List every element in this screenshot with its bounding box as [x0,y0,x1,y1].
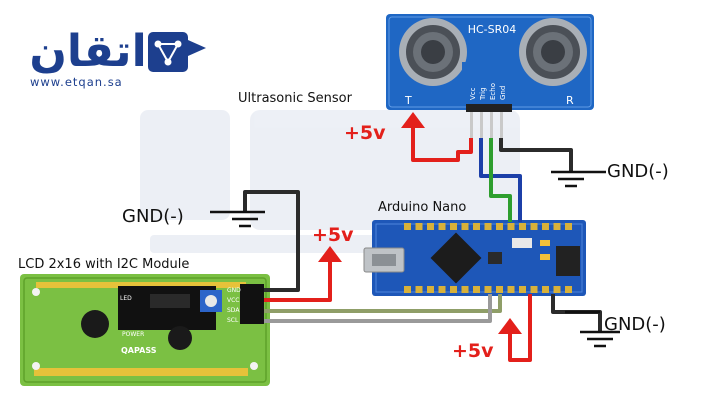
header-pin [404,286,411,293]
sensor-gnd-label: GND(-) [607,161,669,182]
lcd-brand-label: QAPASS [121,346,157,355]
arduino-nano-board [363,220,586,296]
sensor-vcc-arrow-icon [401,112,425,128]
transducer-right [519,18,587,86]
header-pin [496,223,503,230]
header-pin [530,286,538,293]
header-pin [415,286,423,293]
sensor-echo-wire [489,138,512,222]
header-pin [415,223,423,230]
lcd-vcc-label: +5v [312,224,354,246]
header-pin [565,286,572,293]
lcd-i2c-header: GND VCC SDA SCL [227,284,264,324]
bottom-pin-row [404,286,572,293]
ground-symbols [210,170,620,348]
lcd-module-caption: LCD 2x16 with I2C Module [18,257,189,272]
header-pin [450,286,457,293]
sensor-vcc-wire [411,124,473,162]
i2c-backpack [118,286,222,330]
lcd-scl-wire [264,294,492,323]
header-pin [530,223,538,230]
sensor-model-label: HC-SR04 [468,23,517,36]
lcd-power-label: POWER [122,331,144,338]
lcd-gnd-label: GND(-) [122,206,184,227]
top-pin-row [404,223,572,230]
header-pin [484,223,492,230]
header-pin [438,223,446,230]
sensor-header-pins [466,104,512,138]
lcd-pin-gnd: GND [227,287,241,294]
arduino-5v-arrow-icon [498,318,522,334]
arduino-5v-label: +5v [452,340,494,362]
sensor-t-mark: T [404,94,412,107]
arduino-ground-icon [565,310,620,348]
header-pin [473,223,480,230]
header-pin [507,286,515,293]
sensor-pin-trig: Trig [479,87,487,101]
wires [243,124,602,362]
brand-arabic-name: اتقان [29,26,146,77]
lcd-pin-sda: SDA [227,307,240,314]
header-pin [438,286,446,293]
arduino-nano-caption: Arduino Nano [378,200,466,215]
header-pin [519,223,526,230]
lcd-sda-wire [264,294,502,313]
transducer-left [399,18,467,86]
header-pin [553,286,561,293]
header-pin [404,223,411,230]
arduino-5v-wire [508,294,532,362]
header-pin [461,223,469,230]
lcd-module: LED POWER QAPASS GND VCC SDA SCL [20,274,270,386]
ultrasonic-sensor-caption: Ultrasonic Sensor [238,91,353,106]
header-pin [542,223,549,230]
header-pin [427,223,434,230]
lcd-led-label: LED [120,295,132,302]
circuit-icon [148,32,206,72]
usb-port [363,247,405,273]
lcd-pin-scl: SCL [227,317,239,324]
sensor-pin-gnd: Gnd [499,86,507,100]
header-pin [496,286,503,293]
brand-logo: اتقان www.etqan.sa [29,26,206,89]
sensor-pin-echo: Echo [489,83,497,100]
lcd-ground-icon [210,210,265,228]
sensor-r-mark: R [566,94,574,107]
lcd-vcc-wire [264,258,332,302]
header-pin [473,286,480,293]
ultrasonic-sensor: HC-SR04 T R Vcc Trig Echo Gnd [386,14,594,138]
lcd-vcc-arrow-icon [318,246,342,262]
header-pin [519,286,526,293]
power-arrows [318,112,522,334]
header-pin [553,223,561,230]
arduino-gnd-label: GND(-) [604,314,666,335]
header-pin [461,286,469,293]
brand-url: www.etqan.sa [30,75,123,89]
header-pin [427,286,434,293]
sensor-pin-vcc: Vcc [469,87,477,100]
header-pin [484,286,492,293]
header-pin [507,223,515,230]
header-pin [450,223,457,230]
lcd-pin-vcc: VCC [227,297,239,304]
sensor-vcc-label: +5v [344,122,386,144]
sensor-gnd-wire [499,138,573,172]
sensor-ground-icon [551,170,606,188]
sensor-trig-wire [479,138,522,222]
lcd-gnd-wire [243,190,300,292]
header-pin [542,286,549,293]
header-pin [565,223,572,230]
